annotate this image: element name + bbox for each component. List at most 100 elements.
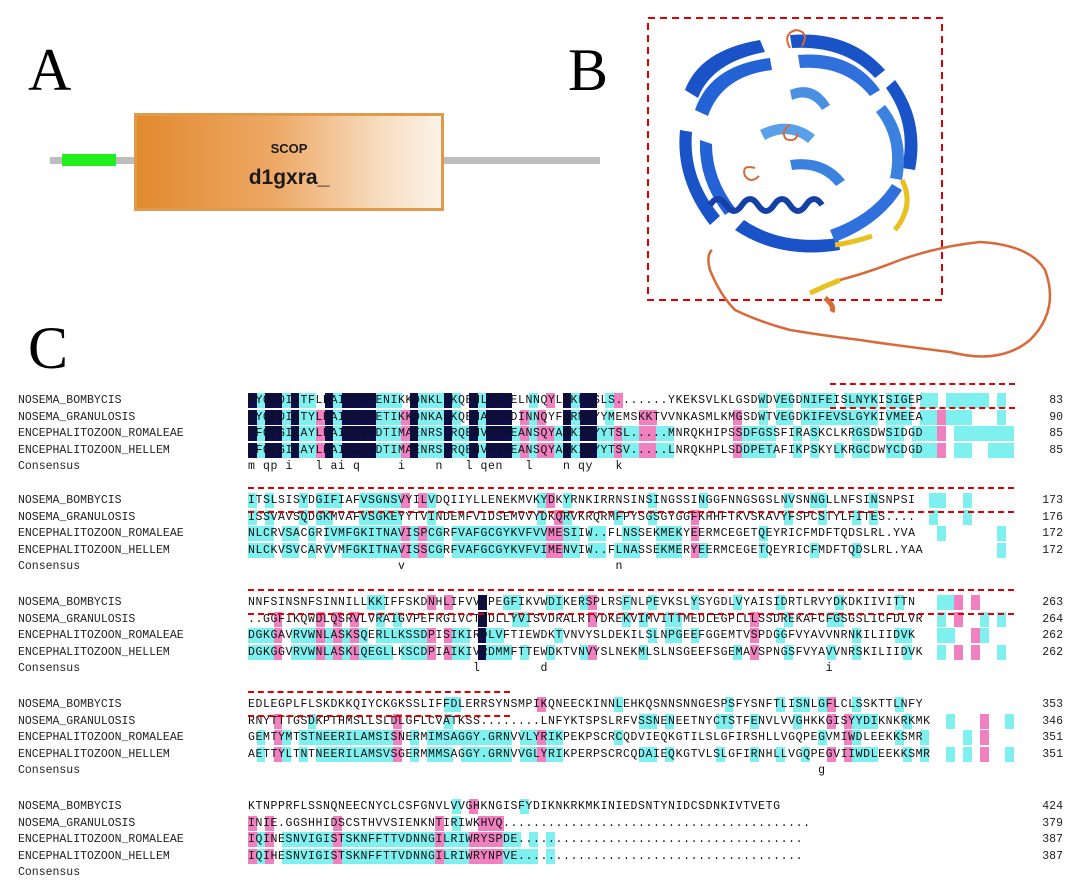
residue-highlight [486, 526, 496, 541]
residue-highlight [307, 409, 317, 425]
residue-highlight [596, 442, 606, 458]
sequence-name: NOSEMA_BOMBYCIS [18, 494, 122, 507]
residue-highlight [460, 426, 470, 441]
residue-highlight [801, 697, 811, 712]
sequence-name: NOSEMA_BOMBYCIS [18, 698, 122, 711]
residue-highlight [784, 611, 794, 627]
residue-highlight [1005, 426, 1015, 441]
residue-highlight [384, 730, 394, 745]
residue-end-position: 85 [1049, 443, 1063, 457]
residue-highlight [350, 526, 360, 541]
residue-highlight [426, 730, 436, 745]
residue-highlight [809, 393, 819, 408]
residue-highlight [299, 848, 308, 864]
residue-highlight [545, 426, 555, 441]
residue-highlight [588, 611, 598, 627]
residue-highlight [409, 848, 419, 864]
residue-highlight [545, 526, 555, 541]
residue-highlight [256, 426, 266, 441]
residue-highlight [971, 393, 981, 408]
residue-highlight [248, 628, 257, 643]
residue-highlight [350, 848, 360, 864]
residue-highlight [537, 409, 547, 425]
residue-highlight [818, 493, 828, 508]
residue-highlight [494, 746, 504, 762]
residue-highlight [860, 393, 870, 408]
residue-highlight [375, 848, 385, 864]
residue-highlight [571, 409, 581, 425]
residue-highlight [988, 442, 998, 458]
residue-highlight [588, 426, 598, 441]
residue-highlight [460, 542, 470, 558]
residue-highlight [460, 730, 470, 745]
residue-highlight [647, 628, 657, 643]
residue-highlight [962, 746, 972, 762]
residue-highlight [469, 730, 479, 745]
residue-highlight [324, 426, 334, 441]
residue-highlight [358, 493, 368, 508]
residue-highlight [384, 644, 394, 660]
residue-highlight [937, 493, 947, 508]
residue-highlight [375, 442, 385, 458]
residue-highlight [554, 595, 564, 610]
residue-highlight [273, 644, 283, 660]
residue-highlight [452, 832, 462, 847]
residue-highlight [426, 426, 436, 441]
residue-highlight [503, 644, 513, 660]
residue-highlight [520, 409, 530, 425]
residue-highlight [452, 442, 462, 458]
residue-highlight [418, 644, 428, 660]
residue-highlight [265, 832, 274, 847]
residue-highlight [307, 542, 317, 558]
residue-highlight [477, 611, 487, 627]
residue-highlight [784, 393, 794, 408]
sequence-residues: ISSVAVSQDGKMVAFVSGKEYYTVINDEMFVIDSEMVVYD… [248, 510, 916, 524]
residue-highlight [852, 644, 862, 660]
residue-highlight [316, 409, 325, 425]
residue-highlight [452, 542, 462, 558]
residue-highlight [477, 526, 487, 541]
residue-highlight [920, 442, 930, 458]
residue-highlight [588, 595, 598, 610]
residue-highlight [979, 393, 989, 408]
residue-highlight [639, 713, 649, 729]
residue-highlight [894, 442, 904, 458]
residue-highlight [392, 730, 402, 745]
residue-highlight [860, 409, 870, 425]
residue-highlight [528, 409, 538, 425]
residue-highlight [639, 442, 649, 458]
residue-highlight [409, 442, 419, 458]
residue-highlight [477, 832, 487, 847]
residue-highlight [588, 393, 598, 408]
residue-highlight [852, 409, 862, 425]
residue-end-position: 172 [1042, 527, 1063, 540]
consensus-row: Consensus l d i [18, 661, 1078, 677]
residue-highlight [486, 832, 496, 847]
sequence-name: NOSEMA_GRANULOSIS [18, 510, 136, 524]
residue-end-position: 176 [1042, 510, 1063, 524]
residue-highlight [554, 442, 564, 458]
residue-highlight [545, 542, 555, 558]
residue-highlight [418, 542, 428, 558]
sequence-residues: MYQEDINTYLEAIRCEFETIKKDNKALKQENARLVDINNQ… [248, 410, 924, 424]
residue-highlight [307, 713, 317, 729]
residue-highlight [494, 832, 504, 847]
residue-highlight [511, 611, 521, 627]
residue-highlight [784, 644, 794, 660]
residue-highlight [290, 426, 300, 441]
residue-highlight [664, 713, 674, 729]
residue-highlight [1005, 746, 1015, 762]
residue-highlight [945, 409, 955, 425]
residue-highlight [367, 526, 377, 541]
residue-highlight [358, 848, 368, 864]
residue-highlight [809, 442, 819, 458]
residue-highlight [384, 542, 394, 558]
residue-highlight [562, 509, 572, 525]
residue-highlight [979, 426, 989, 441]
highlighted-region-box [248, 691, 510, 717]
residue-highlight [494, 542, 504, 558]
residue-highlight [554, 746, 564, 762]
